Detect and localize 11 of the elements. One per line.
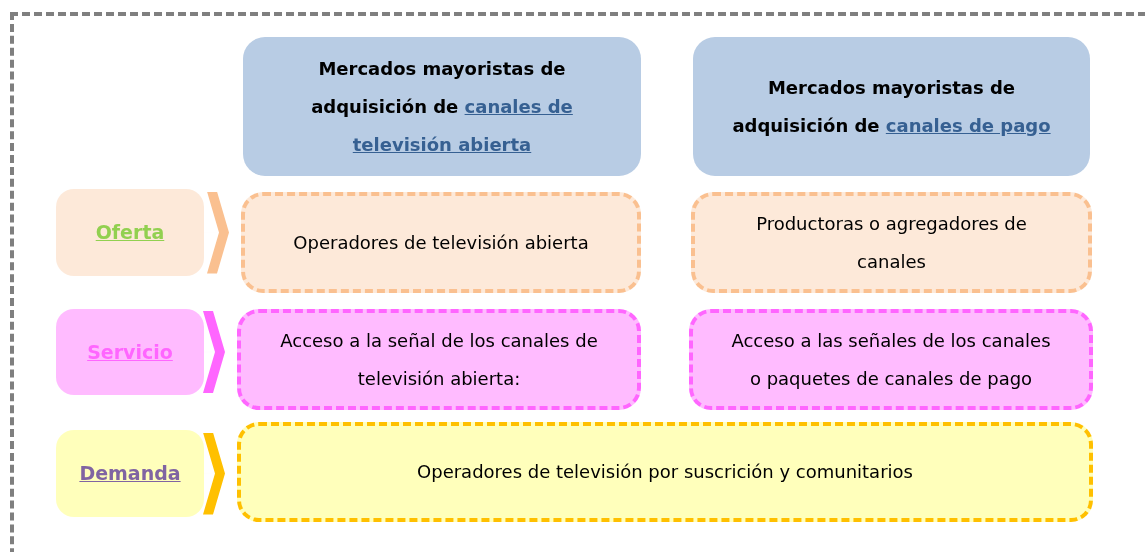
- row-label: Demanda: [56, 430, 204, 517]
- content-box: Acceso a la señal de los canales de televisión abierta:: [237, 309, 641, 410]
- row-label: Servicio: [56, 309, 204, 395]
- content-box: Operadores de televisión por suscrición y comunitarios: [237, 422, 1093, 522]
- content-box: Productoras o agregadores de canales: [691, 192, 1092, 293]
- market-header: Mercados mayoristas de adquisición de canales de pago: [693, 37, 1090, 176]
- dashed-frame: [10, 12, 1145, 552]
- content-box: Operadores de televisión abierta: [241, 192, 641, 293]
- content-box: Acceso a las señales de los canales o paquetes de canales de pago: [689, 309, 1093, 410]
- row-label: Oferta: [56, 189, 204, 276]
- market-header: Mercados mayoristas de adquisición de canales de televisión abierta: [243, 37, 641, 176]
